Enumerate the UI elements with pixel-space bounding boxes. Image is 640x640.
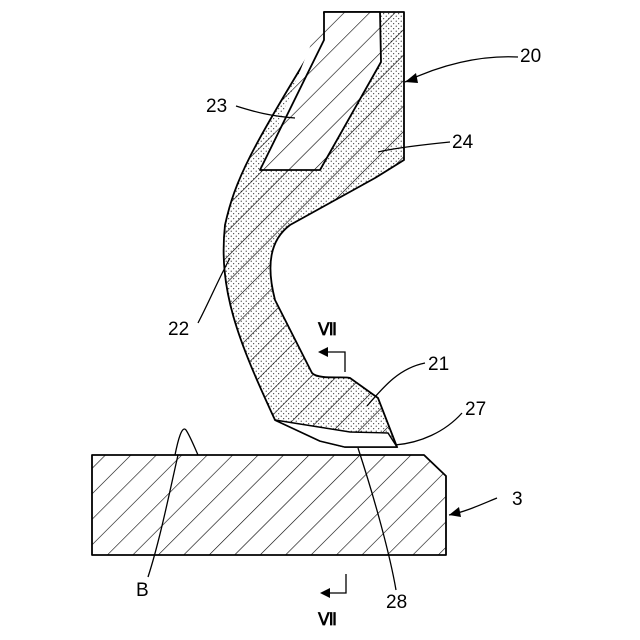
label-3: 3 [512,489,523,510]
section-label-lower: Ⅶ [317,610,337,629]
label-22: 22 [168,319,189,340]
section-arrow-lower [320,574,346,598]
label-23: 23 [206,96,227,117]
label-21: 21 [428,354,449,375]
label-20: 20 [520,46,541,67]
label-B: B [136,580,149,601]
shaft-body [92,455,446,555]
section-label-upper: Ⅶ [317,320,337,339]
label-27: 27 [465,399,486,420]
label-24: 24 [452,132,474,153]
label-28: 28 [386,592,407,613]
bulge-mark [175,429,198,455]
section-arrow-upper [318,347,345,372]
